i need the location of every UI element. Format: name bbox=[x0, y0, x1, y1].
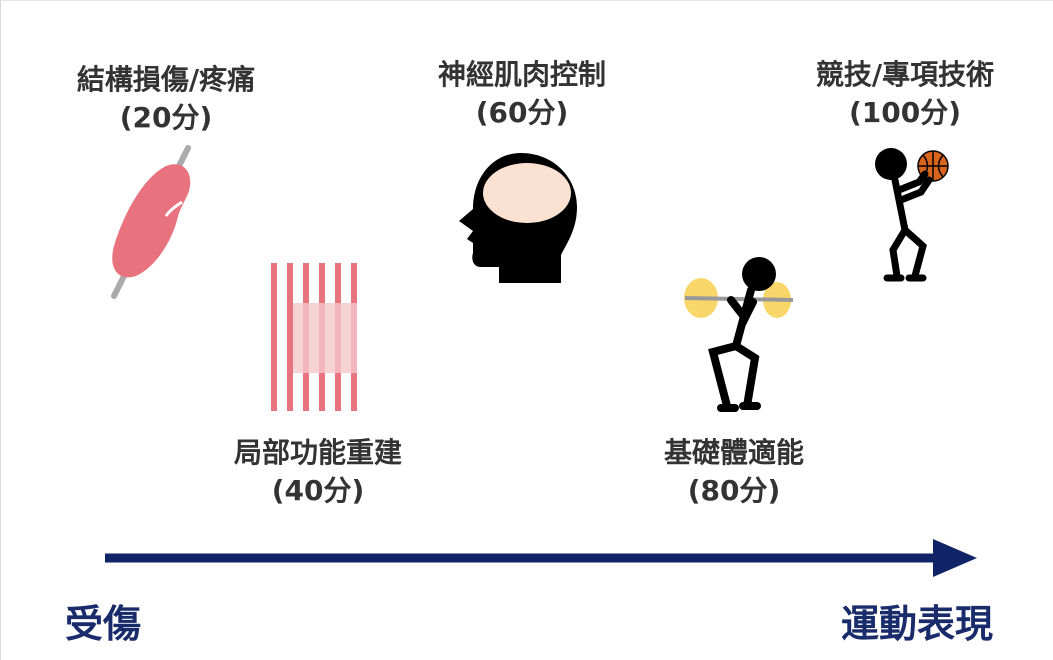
stage-1-name: 結構損傷/疼痛 bbox=[76, 63, 256, 96]
muscle-fiber-icon bbox=[271, 263, 357, 411]
stage-1-label: 結構損傷/疼痛 (20分) bbox=[61, 61, 271, 137]
stage-2-score: (40分) bbox=[271, 474, 365, 507]
axis-start-label: 受傷 bbox=[65, 602, 142, 646]
stage-4-label: 基礎體適能 (80分) bbox=[629, 434, 839, 510]
stage-1-score: (20分) bbox=[119, 101, 213, 134]
stage-2-label: 局部功能重建 (40分) bbox=[213, 434, 423, 510]
stage-4-score: (80分) bbox=[687, 474, 781, 507]
stage-3-label: 神經肌肉控制 (60分) bbox=[417, 56, 627, 132]
progress-arrow bbox=[105, 539, 977, 577]
stage-5-score: (100分) bbox=[848, 96, 962, 129]
basketball-player-icon bbox=[875, 148, 949, 282]
head-brain-icon bbox=[459, 153, 577, 283]
stage-5-label: 競技/專項技術 (100分) bbox=[793, 56, 1017, 132]
stage-2-name: 局部功能重建 bbox=[233, 436, 402, 469]
muscle-icon bbox=[111, 145, 191, 299]
squat-barbell-icon bbox=[684, 257, 794, 412]
stage-5-name: 競技/專項技術 bbox=[815, 58, 995, 91]
stage-3-name: 神經肌肉控制 bbox=[437, 58, 606, 91]
stage-4-name: 基礎體適能 bbox=[663, 436, 804, 469]
stage-3-score: (60分) bbox=[475, 96, 569, 129]
axis-end-label: 運動表現 bbox=[841, 602, 994, 646]
